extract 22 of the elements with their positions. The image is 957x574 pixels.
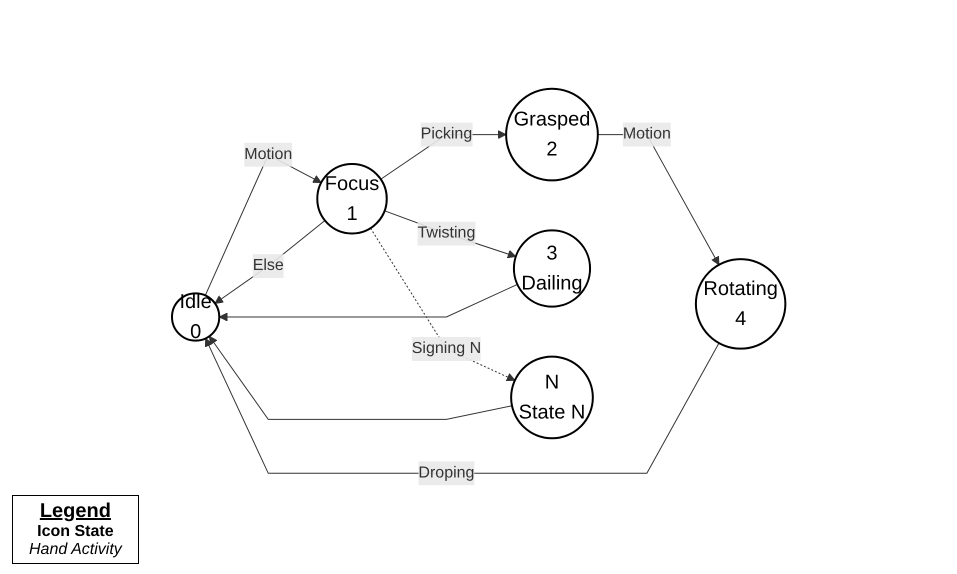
arrow <box>218 284 518 322</box>
node-circle: 3 Dailing <box>512 229 591 308</box>
arrow <box>204 338 720 474</box>
edge-label: Droping <box>418 464 474 482</box>
arrow <box>370 228 516 382</box>
legend-entry: Hand Activity <box>29 541 122 559</box>
node-circle: Rotating 4 <box>694 258 786 350</box>
arrow <box>208 336 512 420</box>
edge-label: Motion <box>244 146 292 163</box>
edge-label: Picking <box>420 126 472 143</box>
edge-label: Signing N <box>412 340 481 357</box>
node-circle: Grasped 2 <box>504 88 599 182</box>
legend-entry: Icon State <box>36 523 115 541</box>
arrow <box>214 220 326 304</box>
edge-label: Motion <box>622 126 671 143</box>
edge-label: Twisting <box>417 224 476 242</box>
node-circle: Focus 1 <box>316 163 388 234</box>
arrow <box>384 210 516 258</box>
edge-label: Else <box>252 257 284 274</box>
legend-title: Legend <box>38 500 112 523</box>
node-circle: Idle 0 <box>170 292 220 342</box>
node-circle: N State N <box>510 356 594 440</box>
